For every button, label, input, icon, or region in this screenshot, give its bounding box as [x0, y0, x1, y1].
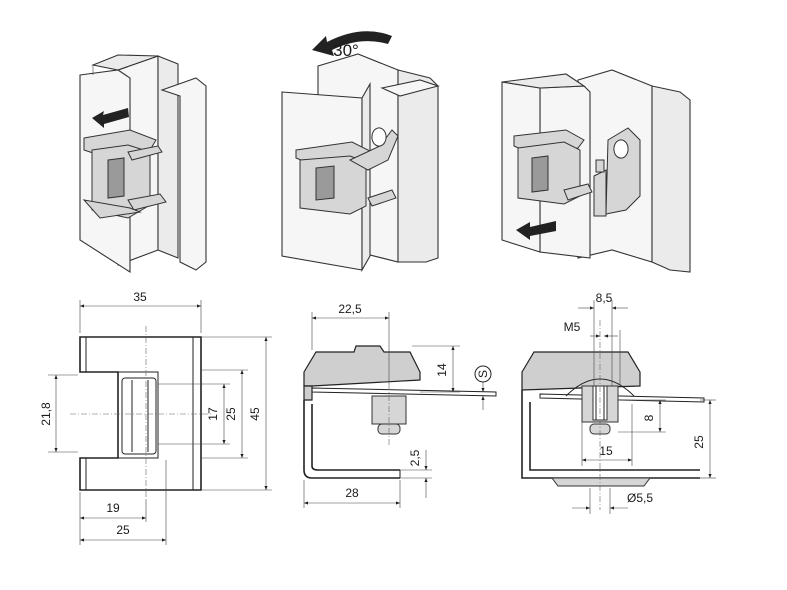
- thread-m5: M5: [564, 320, 581, 334]
- symbol-s: S: [476, 370, 490, 378]
- rotation-label: 30°: [333, 41, 359, 60]
- section-dim-8-5: 8,5: [596, 291, 613, 305]
- dim-25-bottom: 25: [116, 523, 130, 537]
- front-view: 35 21,8 17 25 45 19 25: [39, 290, 272, 545]
- dim-25-vertical: 25: [224, 407, 238, 421]
- rotation-arrow-icon: [312, 31, 392, 56]
- side-dim-28: 28: [345, 486, 359, 500]
- section-view: 8,5 M5 8 15 25 Ø5,5: [521, 291, 716, 514]
- side-dim-2-5: 2,5: [408, 449, 422, 466]
- section-dim-dia: Ø5,5: [627, 491, 653, 505]
- dim-19: 19: [106, 501, 120, 515]
- side-dim-14: 14: [435, 363, 449, 377]
- iso-view-removed: [501, 69, 691, 273]
- iso-view-open: 30°: [281, 31, 440, 273]
- dim-17: 17: [206, 407, 220, 421]
- section-dim-15: 15: [599, 444, 613, 458]
- iso-view-closed: [79, 54, 207, 274]
- side-dim-22-5: 22,5: [338, 302, 362, 316]
- dim-35: 35: [133, 290, 147, 304]
- dim-21-8: 21,8: [39, 402, 53, 426]
- dim-45: 45: [248, 407, 262, 421]
- section-dim-8: 8: [642, 414, 656, 421]
- section-dim-25: 25: [692, 435, 706, 449]
- arrow-left-icon: [92, 108, 129, 128]
- arrow-left-icon-2: [516, 221, 556, 240]
- side-view: 22,5 14 S 2,5 28: [303, 302, 497, 508]
